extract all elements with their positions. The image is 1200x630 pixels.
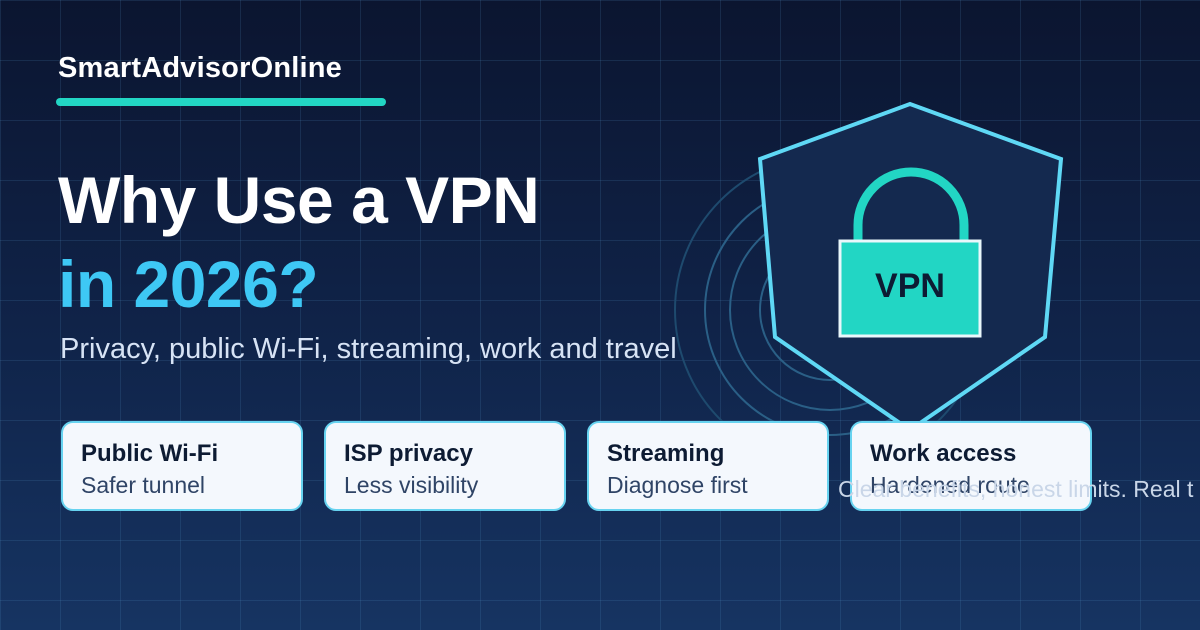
headline: Why Use a VPN in 2026? [58, 158, 540, 326]
padlock-icon: VPN [838, 167, 982, 338]
disclaimer-text: Clear benefits, honest limits. Real t [838, 476, 1194, 502]
card-subtitle: Diagnose first [607, 472, 748, 498]
card-subtitle: Hardened route [870, 472, 1030, 498]
vpn-shield-illustration: VPN [674, 101, 1064, 440]
feature-card-work-access: Work access Hardened route [850, 421, 1092, 511]
card-subtitle: Safer tunnel [81, 472, 206, 498]
feature-card-streaming: Streaming Diagnose first [587, 421, 829, 511]
lock-label: VPN [875, 267, 945, 305]
subtitle: Privacy, public Wi-Fi, streaming, work a… [60, 333, 677, 365]
headline-line-1: Why Use a VPN [58, 163, 540, 237]
brand-underline [56, 98, 386, 106]
card-title: Public Wi-Fi [81, 440, 219, 467]
card-subtitle: Less visibility [344, 472, 479, 498]
feature-card-public-wifi: Public Wi-Fi Safer tunnel [61, 421, 303, 511]
card-title: Streaming [607, 440, 725, 467]
headline-line-2: in 2026? [58, 247, 319, 321]
card-title: Work access [870, 440, 1017, 467]
feature-card-isp-privacy: ISP privacy Less visibility [324, 421, 566, 511]
brand-name: SmartAdvisorOnline [58, 52, 342, 84]
card-title: ISP privacy [344, 440, 473, 467]
